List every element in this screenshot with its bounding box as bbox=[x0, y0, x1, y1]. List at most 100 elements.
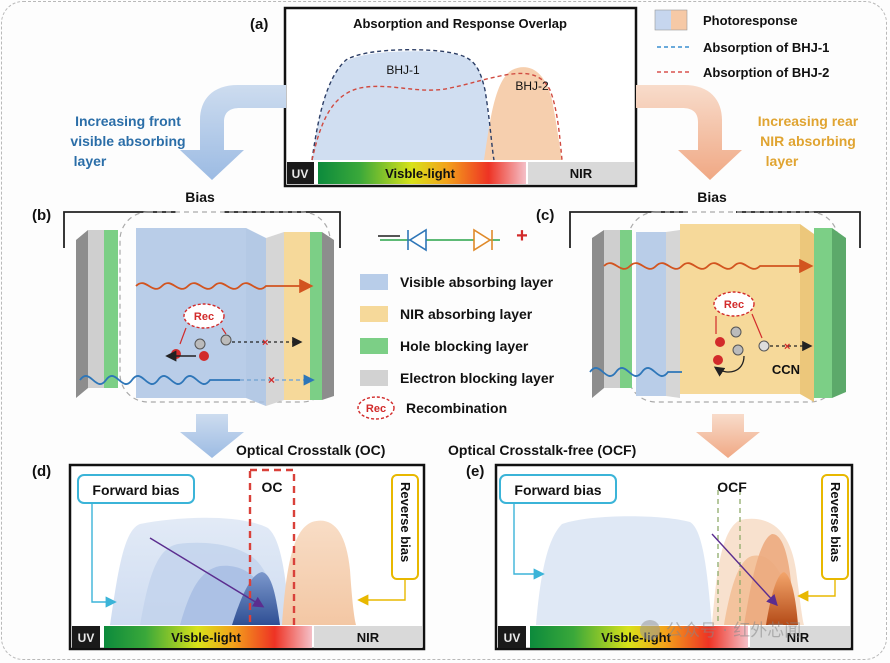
left-arrow-text-2: visible absorbing bbox=[70, 133, 185, 149]
panel-e: (e) OCF Forward bias Reverse bias UV Vis… bbox=[466, 463, 854, 651]
legend-abs1: Absorption of BHJ-1 bbox=[703, 40, 829, 55]
legend-rec-badge bbox=[357, 396, 395, 420]
b-visible-side bbox=[246, 228, 266, 406]
c-ccn-label: CCN bbox=[772, 362, 800, 377]
b-red-light-wave bbox=[135, 278, 314, 294]
d-reverse-response bbox=[282, 520, 356, 625]
e-forward-response bbox=[536, 516, 712, 625]
legend-visible-swatch bbox=[360, 274, 388, 290]
down-arrow-left bbox=[180, 414, 244, 458]
b-nir-layer bbox=[284, 232, 310, 400]
b-blocked-x: × bbox=[268, 373, 275, 387]
legend-recombination: Recombination bbox=[406, 400, 507, 416]
center-legend: + Visible absorbing layer NIR absorbing … bbox=[357, 225, 555, 420]
panel-b-label: (b) bbox=[32, 207, 51, 224]
legend-hole-swatch bbox=[360, 338, 388, 354]
d-forward-label: Forward bias bbox=[92, 482, 179, 498]
panel-e-label: (e) bbox=[466, 463, 484, 480]
d-forward-pointer bbox=[91, 503, 117, 608]
c-hole-layer bbox=[620, 230, 632, 388]
e-reverse-response-4 bbox=[766, 572, 798, 625]
c-hole-carrier-2 bbox=[713, 355, 723, 365]
b-hole-carrier-2 bbox=[199, 351, 209, 361]
e-ocf-label: OCF bbox=[717, 479, 747, 495]
e-nir-label: NIR bbox=[787, 630, 810, 645]
e-shift-arrow bbox=[711, 533, 778, 607]
right-arrow-text-3: layer bbox=[766, 153, 799, 169]
panel-b-bias-wire bbox=[63, 211, 341, 248]
d-uv-band bbox=[72, 626, 100, 648]
d-reverse-pointer bbox=[357, 579, 406, 606]
e-uv-band bbox=[498, 626, 526, 648]
c-hole-side-2 bbox=[832, 228, 846, 398]
e-forward-callout bbox=[499, 474, 617, 504]
plus-sign: + bbox=[516, 225, 528, 247]
legend-nir: NIR absorbing layer bbox=[400, 306, 533, 322]
e-visible-label: Visble-light bbox=[601, 630, 671, 645]
b-hole-carrier bbox=[171, 349, 181, 359]
b-hole-layer-2 bbox=[310, 232, 322, 400]
uv-band-label: UV bbox=[292, 167, 309, 181]
d-reverse-label: Reverse bias bbox=[398, 482, 413, 562]
right-arrow-text-2: NIR absorbing bbox=[760, 133, 856, 149]
panel-d-label: (d) bbox=[32, 463, 51, 480]
bhj2-label: BHJ-2 bbox=[515, 79, 549, 93]
c-electron-carrier bbox=[730, 326, 742, 338]
b-electron-x: × bbox=[262, 337, 268, 349]
b-blue-light-wave bbox=[79, 375, 240, 385]
b-rec-label: Rec bbox=[194, 311, 214, 323]
legend-electron: Electron blocking layer bbox=[400, 370, 555, 386]
e-reverse-label: Reverse bias bbox=[828, 482, 843, 562]
legend-hole: Hole blocking layer bbox=[400, 338, 529, 354]
panel-c-label: (c) bbox=[536, 207, 554, 224]
b-electron-carrier bbox=[194, 338, 206, 350]
b-rec-link-1 bbox=[179, 327, 187, 345]
legend-visible: Visible absorbing layer bbox=[400, 274, 554, 290]
d-shift-arrow bbox=[149, 537, 265, 608]
photoresponse-swatch bbox=[654, 9, 688, 31]
uv-band bbox=[287, 162, 314, 184]
c-red-light-wave bbox=[603, 258, 814, 274]
visible-band bbox=[318, 162, 526, 184]
c-rec-circle bbox=[713, 291, 755, 317]
panel-a-title: Absorption and Response Overlap bbox=[353, 16, 567, 31]
e-nir-band bbox=[750, 626, 850, 648]
visible-band-label: Visble-light bbox=[385, 166, 455, 181]
bhj1-photoresponse-area bbox=[312, 51, 492, 160]
c-electron-side bbox=[592, 230, 604, 398]
b-electron-side bbox=[76, 230, 88, 398]
diode-orange bbox=[473, 228, 492, 252]
d-uv-label: UV bbox=[78, 631, 95, 645]
left-arrow-text-1: Increasing front bbox=[75, 113, 181, 129]
d-oc-label: OC bbox=[262, 479, 283, 495]
d-visible-label: Visble-light bbox=[171, 630, 241, 645]
d-nir-label: NIR bbox=[357, 630, 380, 645]
c-hole-layer-2 bbox=[814, 228, 832, 398]
c-rec-label: Rec bbox=[724, 299, 744, 311]
c-electron-carrier-3 bbox=[758, 340, 770, 352]
b-rec-link-2 bbox=[221, 327, 227, 335]
panel-c-bias: Bias bbox=[697, 189, 727, 205]
d-forward-callout bbox=[77, 474, 195, 504]
panel-b-bias: Bias bbox=[185, 189, 215, 205]
b-hole-layer bbox=[104, 230, 118, 388]
panel-c: (c) Bias Rec × CCN bbox=[536, 189, 861, 403]
panel-a-label: (a) bbox=[250, 16, 268, 33]
legend-abs2: Absorption of BHJ-2 bbox=[703, 65, 829, 80]
panel-a: (a) Absorption and Response Overlap BHJ-… bbox=[250, 6, 638, 188]
legend-photoresponse: Photoresponse bbox=[703, 13, 798, 28]
e-forward-label: Forward bias bbox=[514, 482, 601, 498]
legend-top: Photoresponse Absorption of BHJ-1 Absorp… bbox=[654, 9, 829, 80]
nir-band bbox=[528, 162, 634, 184]
right-arrow-text-1: Increasing rear bbox=[758, 113, 859, 129]
e-visible-band bbox=[530, 626, 748, 648]
watermark-text: 公众号 · 红外芯闻 bbox=[666, 621, 801, 641]
e-forward-pointer bbox=[513, 503, 545, 580]
e-reverse-pointer bbox=[797, 579, 836, 602]
c-electron-carrier-2 bbox=[732, 344, 744, 356]
b-electron-side-2 bbox=[322, 232, 334, 400]
b-spacer-layer bbox=[266, 232, 284, 406]
watermark: 公众号 · 红外芯闻 bbox=[640, 620, 801, 641]
c-blue-light-wave bbox=[589, 367, 682, 377]
